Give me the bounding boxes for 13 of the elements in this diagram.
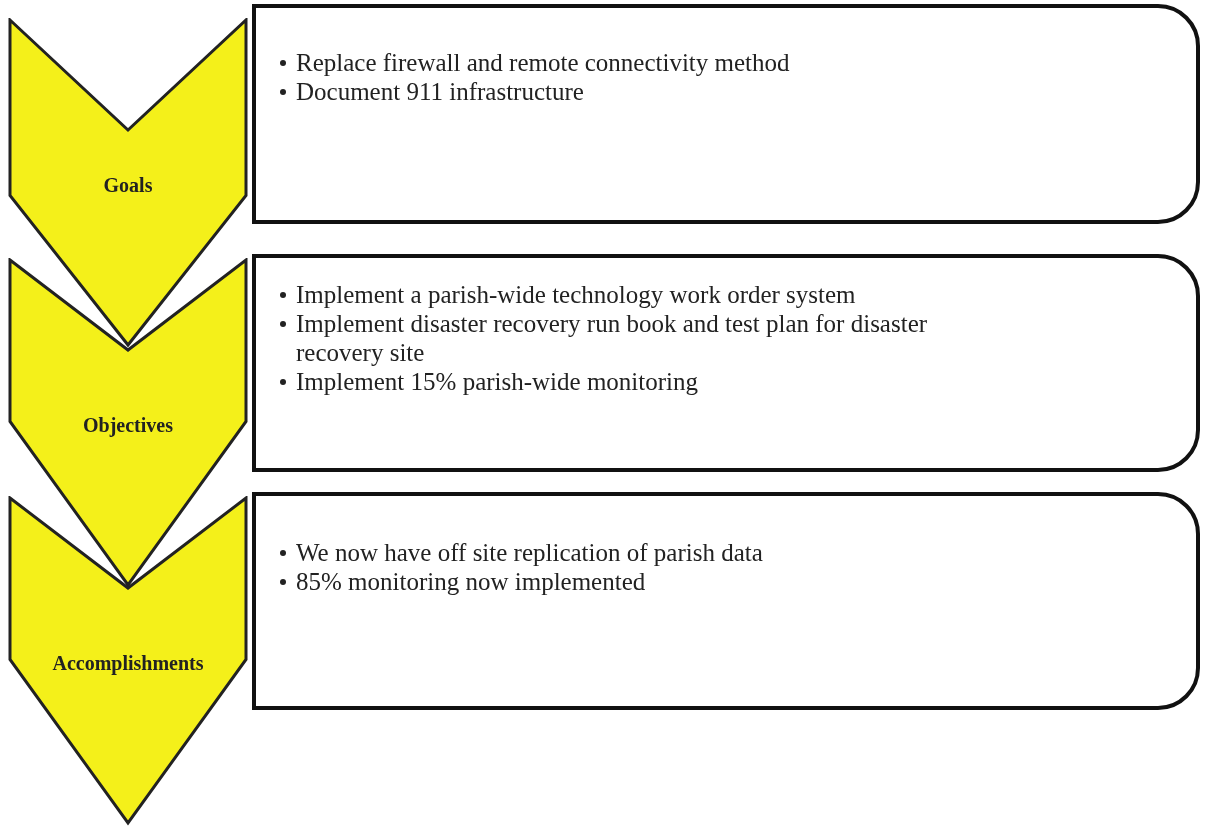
bullet-text: We now have off site replication of parish data [296, 538, 763, 567]
bullet-text: Document 911 infrastructure [296, 77, 584, 106]
bullet-text: Implement 15% parish-wide monitoring [296, 367, 698, 396]
text-panel [252, 4, 1200, 224]
bullet-text: Implement disaster recovery run book and test plan for disaster recovery site [296, 309, 929, 367]
text-panel [252, 492, 1200, 710]
bullet-text: Implement a parish-wide technology work order system [296, 280, 856, 309]
stage-label: Goals [102, 174, 154, 197]
text-panel [252, 254, 1200, 472]
bullet-text: Replace firewall and remote connectivity method [296, 48, 790, 77]
bullet-text: 85% monitoring now implemented [296, 567, 646, 596]
stage-label: Objectives [82, 414, 174, 437]
stage-label: Accomplishments [51, 652, 205, 675]
